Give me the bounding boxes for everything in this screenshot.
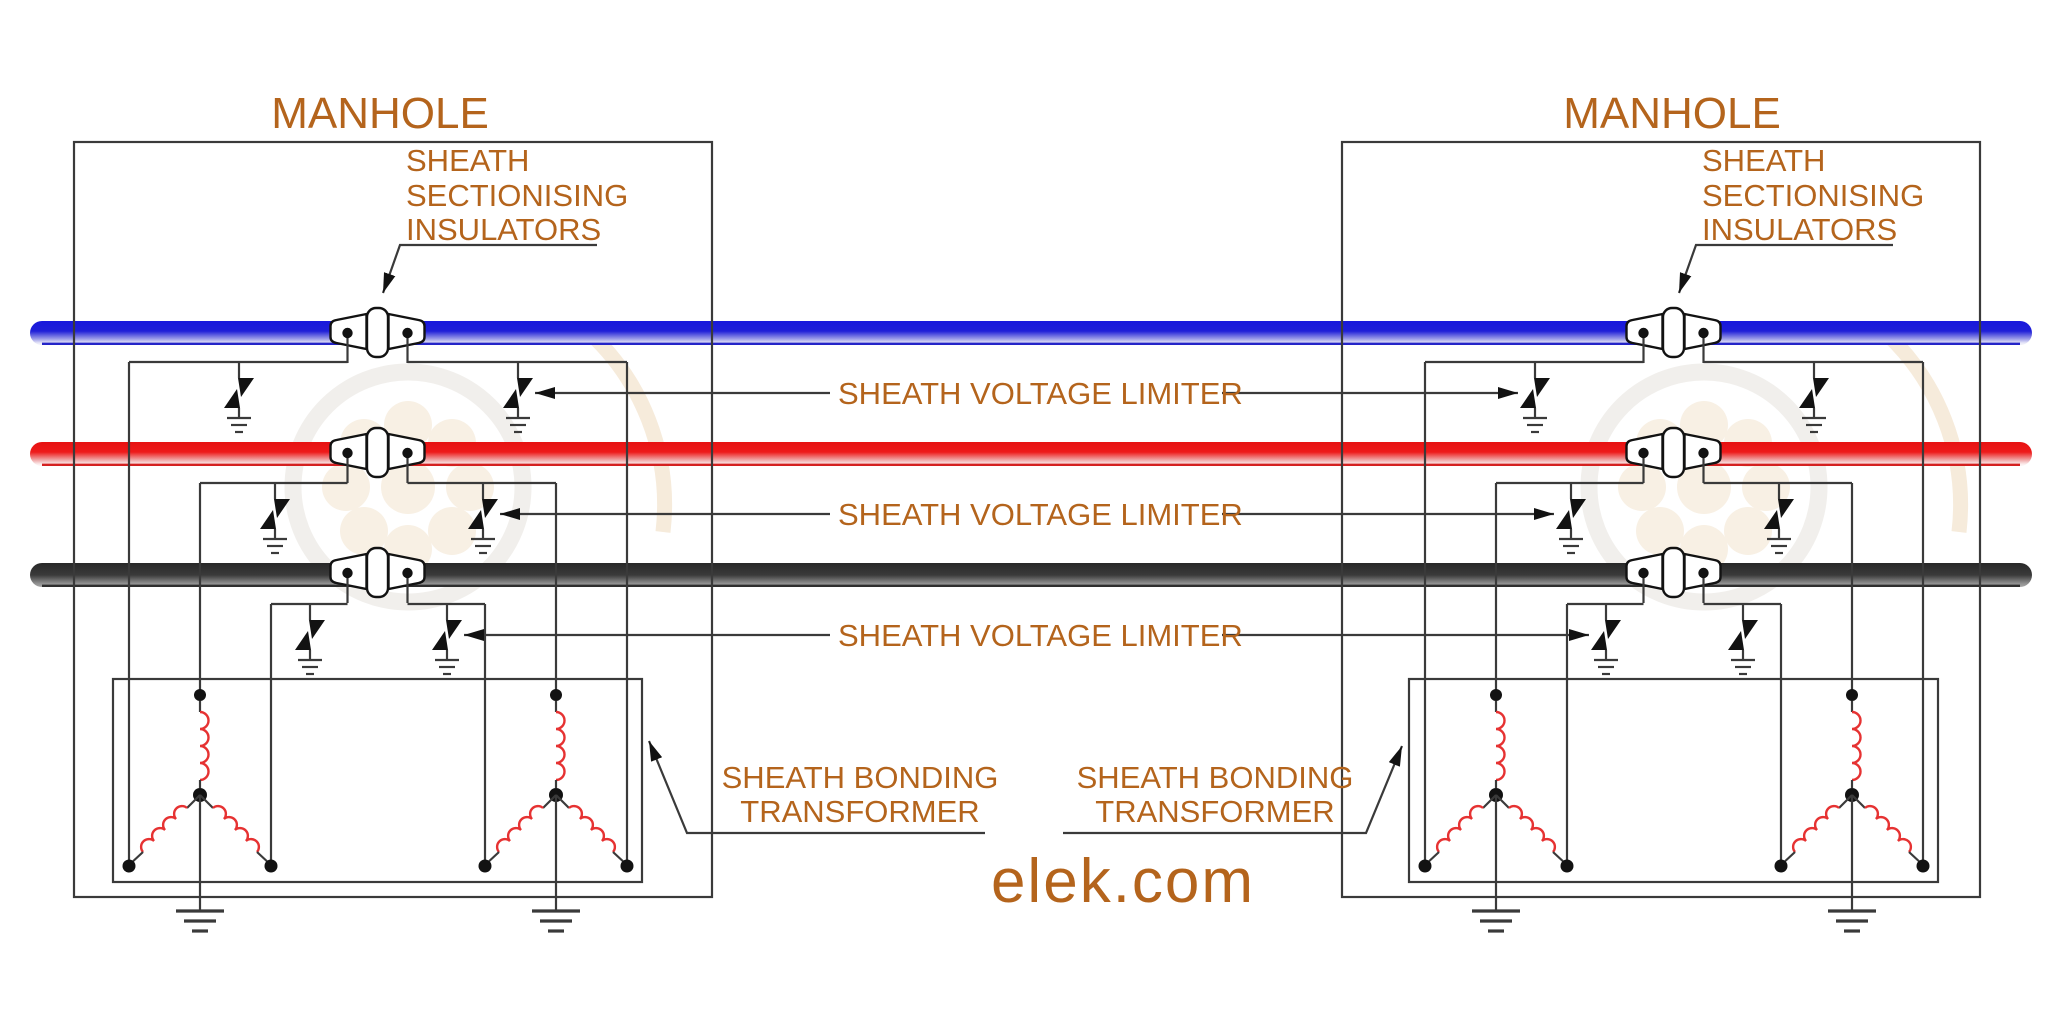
insulator-blue-left [329,306,426,365]
right-manhole-circuit [1407,306,1940,933]
svg-text:SECTIONISING: SECTIONISING [406,178,628,213]
label-sectionising-insulators-left: SHEATH SECTIONISING INSULATORS [406,143,628,247]
leader-lines [381,243,1893,835]
left-manhole-circuit [111,306,644,933]
svl-blue-left [1518,360,1552,434]
leader-sbt-left [647,740,985,835]
svg-text:TRANSFORMER: TRANSFORMER [1095,794,1334,829]
label-voltage-limiter-3: SHEATH VOLTAGE LIMITER [838,618,1243,653]
label-sectionising-insulators-right: SHEATH SECTIONISING INSULATORS [1702,143,1924,247]
manhole-title-left: MANHOLE [271,89,489,138]
svg-text:INSULATORS: INSULATORS [1702,212,1897,247]
manhole-title-right: MANHOLE [1563,89,1781,138]
svg-text:INSULATORS: INSULATORS [406,212,601,247]
svg-text:SHEATH BONDING: SHEATH BONDING [722,760,999,795]
manhole-box-left [72,140,714,899]
manhole-box-right [1340,140,1982,899]
svl-black-left [1589,602,1623,676]
label-voltage-limiter-2: SHEATH VOLTAGE LIMITER [838,497,1243,532]
svl-black-left [293,602,327,676]
label-bonding-transformer-right: SHEATH BONDING TRANSFORMER [1077,760,1354,829]
svg-text:SHEATH: SHEATH [1702,143,1825,178]
svg-text:TRANSFORMER: TRANSFORMER [740,794,979,829]
leader-insulators-left [381,243,597,294]
brand-text: elek.com [991,847,1255,916]
label-voltage-limiter-1: SHEATH VOLTAGE LIMITER [838,376,1243,411]
svl-blue-left [222,360,256,434]
transformer-box-left [111,677,644,884]
svl-black-right [430,602,464,676]
label-bonding-transformer-left: SHEATH BONDING TRANSFORMER [722,760,999,829]
svg-text:SHEATH BONDING: SHEATH BONDING [1077,760,1354,795]
svg-text:SECTIONISING: SECTIONISING [1702,178,1924,213]
svg-text:SHEATH: SHEATH [406,143,529,178]
leader-sbt-right [1063,745,1404,835]
leader-insulators-right [1677,243,1893,294]
svl-black-right [1726,602,1760,676]
transformer-box-right [1407,677,1940,884]
insulator-blue-right [1625,306,1722,365]
